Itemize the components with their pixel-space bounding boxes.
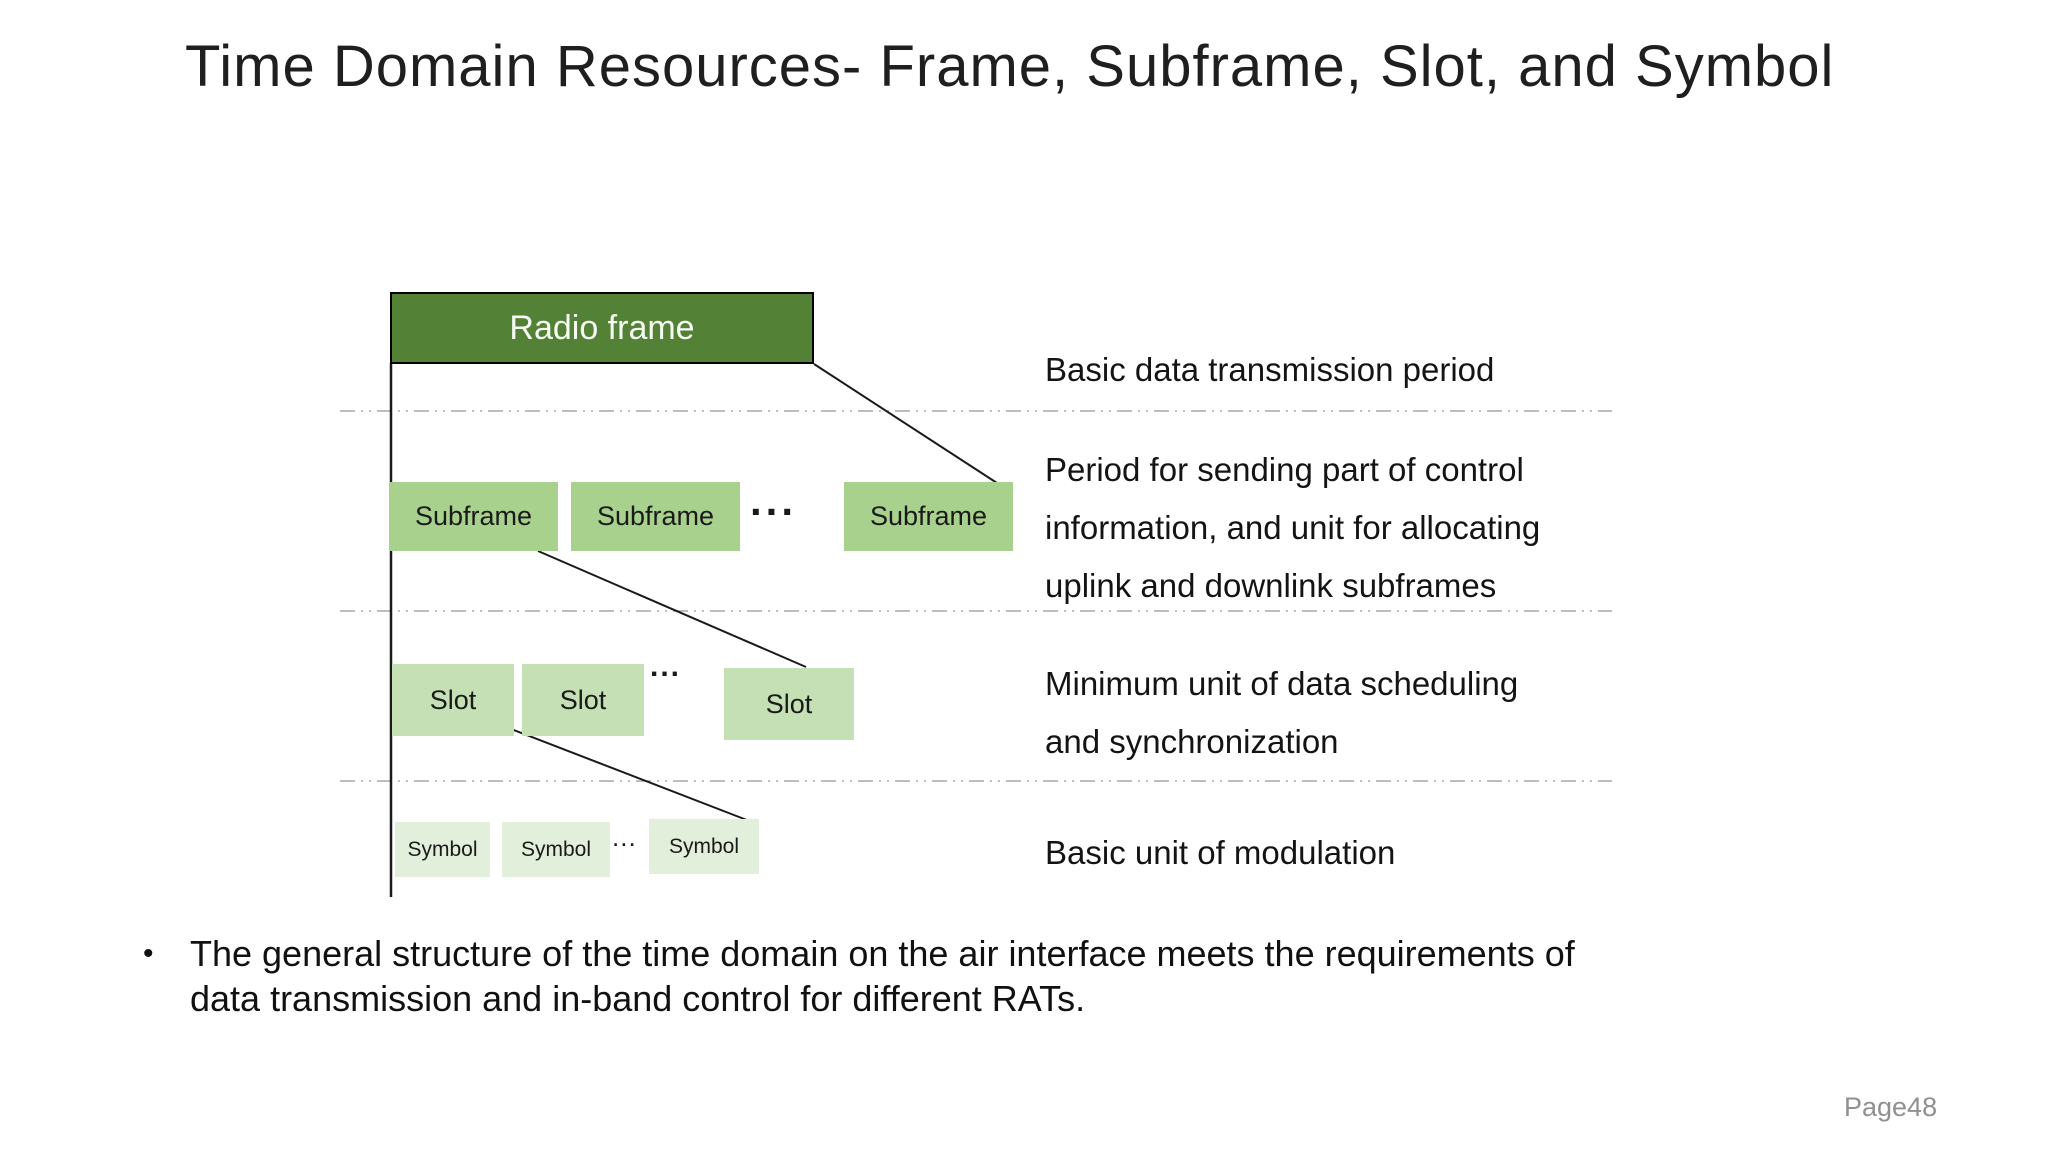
bullet-marker: • bbox=[143, 937, 154, 970]
slot-box: Slot bbox=[392, 664, 514, 736]
symbol-label: Symbol bbox=[407, 837, 478, 861]
symbol-ellipsis: ... bbox=[612, 822, 637, 852]
symbol-box: Symbol bbox=[395, 822, 490, 877]
summary-bullet: • The general structure of the time doma… bbox=[143, 931, 1943, 1021]
radio-frame-box: Radio frame bbox=[390, 292, 814, 364]
slot-description-line: Minimum unit of data scheduling bbox=[1045, 665, 1519, 702]
slot-ellipsis: ... bbox=[650, 650, 682, 683]
bullet-text: The general structure of the time domain… bbox=[190, 931, 1575, 1021]
subframe-box: Subframe bbox=[571, 482, 740, 551]
subframe-box: Subframe bbox=[389, 482, 558, 551]
subframe-description-line: uplink and downlink subframes bbox=[1045, 567, 1497, 604]
bullet-text-line: data transmission and in-band control fo… bbox=[190, 978, 1086, 1019]
subframe-box: Subframe bbox=[844, 482, 1013, 551]
connector-frame-to-subframe bbox=[813, 363, 998, 484]
symbol-description: Basic unit of modulation bbox=[1045, 834, 1396, 871]
symbol-label: Symbol bbox=[668, 834, 740, 858]
connector-subframe-to-slot bbox=[537, 550, 807, 668]
slot-description: Minimum unit of data scheduling and sync… bbox=[1045, 655, 1518, 771]
radio-frame-label: Radio frame bbox=[509, 308, 695, 347]
slide-title: Time Domain Resources- Frame, Subframe, … bbox=[185, 34, 1835, 99]
radio-frame-description: Basic data transmission period bbox=[1045, 351, 1495, 388]
slot-label: Slot bbox=[559, 684, 607, 715]
slot-label: Slot bbox=[429, 684, 477, 715]
subframe-label: Subframe bbox=[596, 501, 715, 531]
bullet-text-line: The general structure of the time domain… bbox=[190, 933, 1575, 974]
page-number: Page48 bbox=[1844, 1092, 1938, 1122]
subframe-description-line: information, and unit for allocating bbox=[1045, 509, 1541, 546]
subframe-ellipsis: ... bbox=[750, 477, 798, 524]
symbol-box: Symbol bbox=[649, 819, 759, 874]
subframe-description-line: Period for sending part of control bbox=[1045, 451, 1524, 488]
slot-box: Slot bbox=[522, 664, 644, 736]
subframe-label: Subframe bbox=[869, 501, 988, 531]
symbol-box: Symbol bbox=[502, 822, 610, 877]
connector-slot-to-symbol bbox=[505, 726, 753, 823]
slot-description-line: and synchronization bbox=[1045, 723, 1339, 760]
symbol-label: Symbol bbox=[520, 837, 592, 861]
subframe-label: Subframe bbox=[414, 501, 533, 531]
slot-label: Slot bbox=[765, 688, 813, 719]
subframe-description: Period for sending part of control infor… bbox=[1045, 441, 1540, 615]
slot-box: Slot bbox=[724, 668, 854, 740]
